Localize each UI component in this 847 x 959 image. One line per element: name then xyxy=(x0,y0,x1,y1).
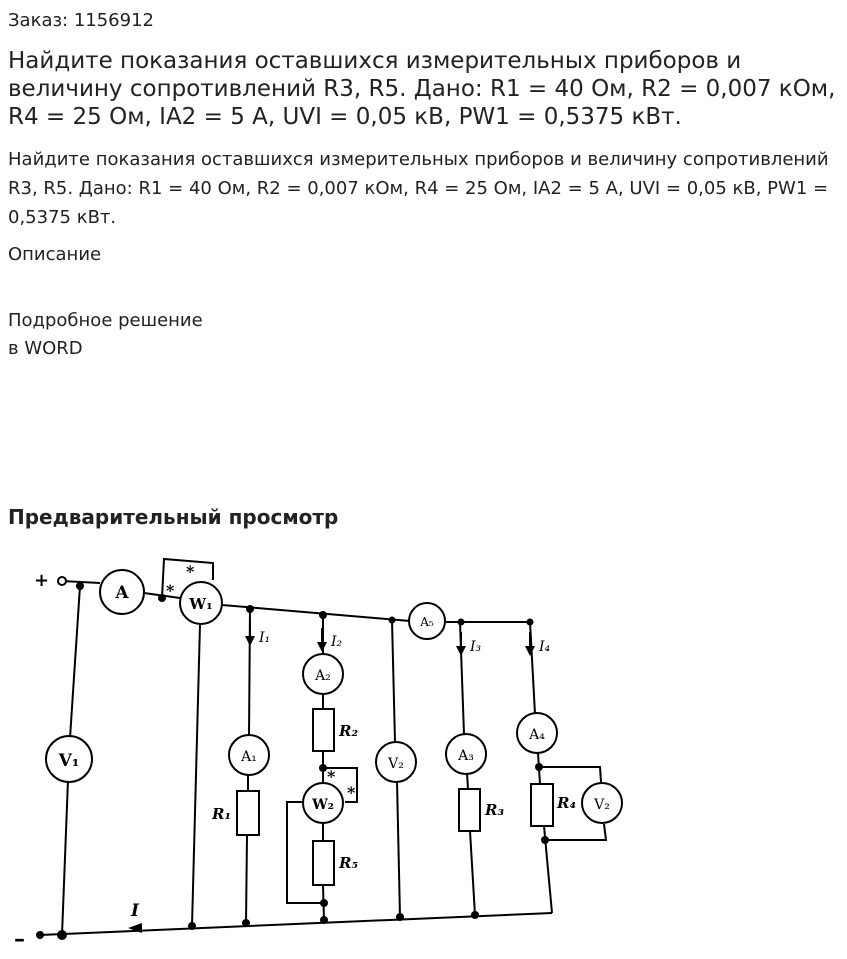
label-a3: A₃ xyxy=(457,748,474,764)
label-v3: V₂ xyxy=(593,797,610,813)
label-w2: W₂ xyxy=(311,797,334,813)
label-a4: A₄ xyxy=(528,727,545,743)
label-a2: A₂ xyxy=(314,668,331,684)
ammeter-4-icon xyxy=(516,712,558,754)
resistor-r4 xyxy=(530,783,554,827)
junction-dots xyxy=(36,582,549,940)
ammeter-1-icon xyxy=(228,734,270,776)
voltmeter-2-icon xyxy=(375,741,417,783)
label-v1: V₁ xyxy=(58,751,80,771)
label-i3: I₃ xyxy=(469,639,482,655)
ammeter-2-icon xyxy=(302,653,344,695)
label-r2: R₂ xyxy=(338,722,358,740)
label-i2: I₂ xyxy=(330,634,343,650)
solution-line-1: Подробное решение xyxy=(8,310,203,331)
label-r1: R₁ xyxy=(211,805,231,823)
label-current-main: I xyxy=(130,901,140,921)
arrow-i4-icon xyxy=(525,646,535,656)
task-description: Найдите показания оставшихся измерительн… xyxy=(8,149,829,228)
wattmeter-1-icon xyxy=(179,581,223,625)
solution-line-2: в WORD xyxy=(8,338,83,359)
section-heading-description: Описание xyxy=(8,244,102,265)
page-title: Найдите показания оставшихся измерительн… xyxy=(8,48,836,130)
resistor-r5 xyxy=(312,840,335,886)
order-number: Заказ: 1156912 xyxy=(8,10,154,31)
arrow-i3-icon xyxy=(456,646,466,656)
voltmeter-3-icon xyxy=(581,782,623,824)
ammeter-5-icon xyxy=(408,602,446,640)
ammeter-main-icon xyxy=(99,569,145,615)
label-i1: I₁ xyxy=(258,630,270,646)
voltmeter-1-icon xyxy=(45,735,93,783)
resistor-r1 xyxy=(236,790,260,836)
circuit-diagram: + – I A W₁ V₁ A₁ A₂ W₂ V₂ A₅ A₃ A₄ V₂ I₁… xyxy=(14,557,623,948)
label-w1: W₁ xyxy=(188,595,212,613)
meters xyxy=(45,569,623,824)
circuit-wires xyxy=(39,557,608,936)
resistor-r2 xyxy=(312,708,335,752)
resistor-r3 xyxy=(458,788,481,832)
label-ammeter-main: A xyxy=(114,583,129,603)
label-star-w1-left: * xyxy=(166,581,175,600)
arrow-i1-icon xyxy=(245,636,255,646)
label-a1: A₁ xyxy=(240,749,257,765)
label-r4: R₄ xyxy=(556,794,576,812)
label-minus: – xyxy=(14,926,25,948)
label-star-w2-top: * xyxy=(327,767,336,786)
circuit-labels: + – I A W₁ V₁ A₁ A₂ W₂ V₂ A₅ A₃ A₄ V₂ I₁… xyxy=(14,562,610,948)
label-r3: R₃ xyxy=(484,801,504,819)
label-a5: A₅ xyxy=(419,615,434,629)
label-r5: R₅ xyxy=(338,854,358,872)
arrow-i2-icon xyxy=(317,642,327,652)
terminal-plus xyxy=(57,576,67,586)
current-arrows xyxy=(128,636,535,933)
resistors xyxy=(236,708,554,886)
label-i4: I₄ xyxy=(538,639,551,655)
preview-heading: Предварительный просмотр xyxy=(8,505,339,529)
label-v2: V₂ xyxy=(387,756,404,772)
label-star-w1-top: * xyxy=(186,562,195,581)
solution-note: Подробное решение в WORD xyxy=(8,307,203,363)
arrow-main-current-icon xyxy=(128,923,142,933)
wattmeter-2-icon xyxy=(302,782,344,824)
ammeter-3-icon xyxy=(445,733,487,775)
label-plus: + xyxy=(34,570,49,591)
label-star-w2-right: * xyxy=(347,783,356,802)
